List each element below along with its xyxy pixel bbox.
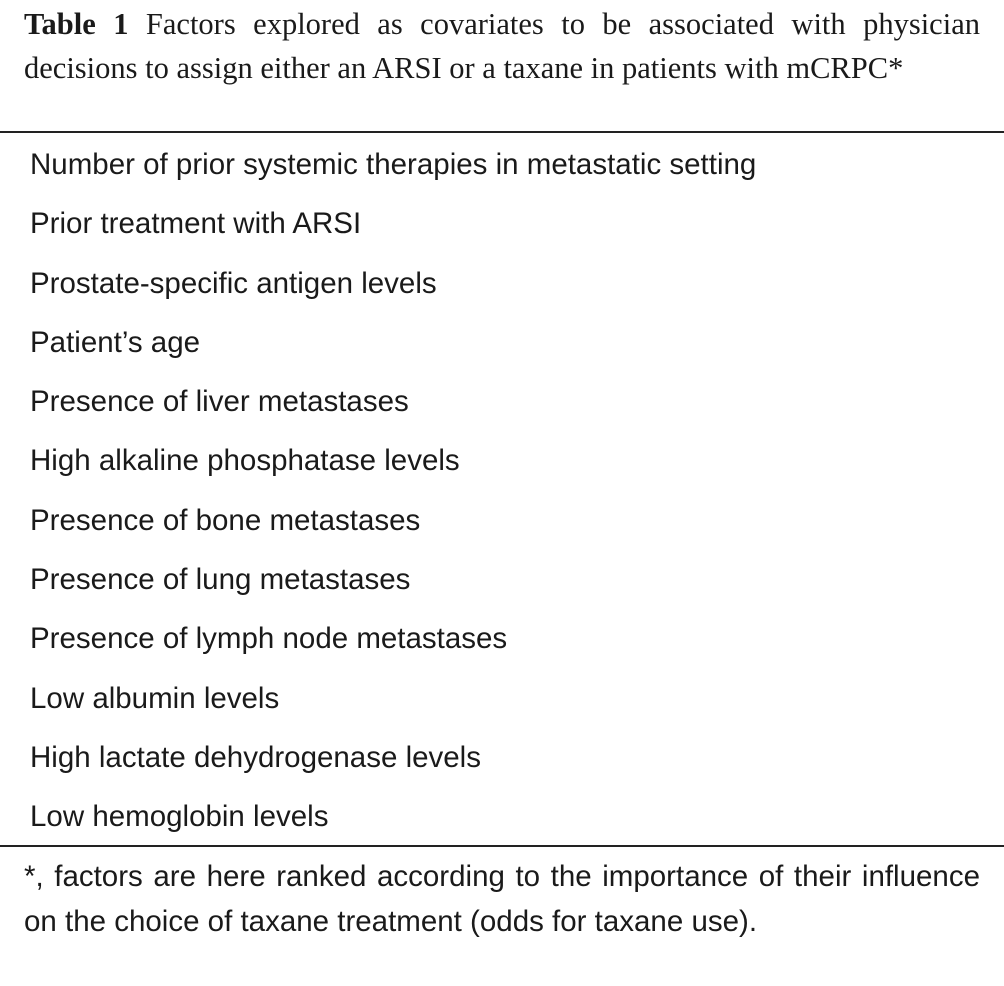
factor-row: Prostate-specific antigen levels xyxy=(30,266,437,300)
factor-row: Patient’s age xyxy=(30,325,201,359)
table-label: Table 1 xyxy=(24,7,129,41)
factor-row: Low hemoglobin levels xyxy=(30,800,329,834)
table-caption: Table 1 Factors explored as covariates t… xyxy=(24,2,980,90)
table-footnote: *, factors are here ranked according to … xyxy=(24,860,980,938)
table-caption-text: Factors explored as covariates to be ass… xyxy=(24,7,980,85)
factor-row: High lactate dehydrogenase levels xyxy=(30,740,481,774)
factor-row: Number of prior systemic therapies in me… xyxy=(30,148,757,181)
factor-row: Prior treatment with ARSI xyxy=(30,207,362,241)
factor-row: Low albumin levels xyxy=(30,681,280,715)
factor-row: Presence of lung metastases xyxy=(30,563,411,597)
factor-row: Presence of lymph node metastases xyxy=(30,622,508,656)
factor-list: Number of prior systemic therapies in me… xyxy=(30,135,980,847)
table-bottom-rule xyxy=(0,845,1004,847)
factor-row: Presence of liver metastases xyxy=(30,385,409,419)
table-top-rule xyxy=(0,131,1004,133)
factor-row: High alkaline phosphatase levels xyxy=(30,444,460,478)
factor-row: Presence of bone metastases xyxy=(30,503,421,537)
